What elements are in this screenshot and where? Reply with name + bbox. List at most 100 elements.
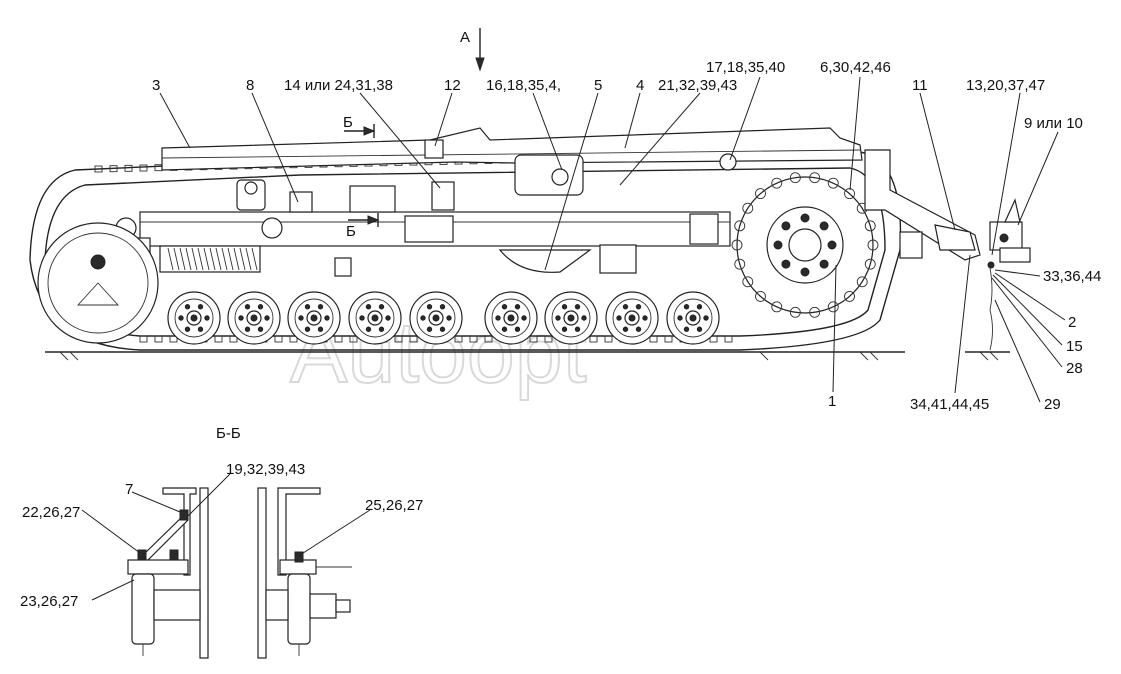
callout-2: 2 <box>1068 314 1076 331</box>
road-wheel <box>605 291 659 345</box>
track-lug <box>604 335 613 343</box>
sprocket-tooth <box>771 177 783 189</box>
track-lug <box>139 335 148 343</box>
sprocket-tooth <box>827 301 839 313</box>
sprocket-bolt <box>819 259 829 269</box>
sprocket-bolt <box>781 259 791 269</box>
section-left-half <box>81 473 231 659</box>
road-wheels <box>167 291 720 345</box>
sprocket-bolt <box>800 213 810 223</box>
callout-28: 28 <box>1066 360 1083 377</box>
road-wheel <box>484 291 538 345</box>
sprocket-tooth <box>755 290 766 302</box>
track-lug <box>214 335 223 343</box>
sprocket-tooth <box>734 220 746 232</box>
sprocket-tooth <box>731 239 743 251</box>
track-lug <box>139 164 148 172</box>
leader-lines <box>159 76 1066 403</box>
track-lug <box>169 335 178 343</box>
sprocket-tooth <box>827 177 839 189</box>
callout-16-18-35-4: 16,18,35,4, <box>486 77 561 94</box>
track-lug <box>649 335 658 343</box>
road-wheel <box>666 291 720 345</box>
sprocket-tooth <box>844 290 855 302</box>
callout-3: 3 <box>152 77 160 94</box>
tension-spring <box>159 245 261 273</box>
main-frame-beam <box>59 211 731 261</box>
track-lug <box>544 335 553 343</box>
section-callout-25-26-27: 25,26,27 <box>365 497 423 514</box>
callout-17-18-35-40: 17,18,35,40 <box>706 59 785 76</box>
section-view-b-b: Б-Б <box>20 425 423 659</box>
callout-21-32-39-43: 21,32,39,43 <box>658 77 737 94</box>
sprocket-tooth <box>864 220 876 232</box>
sprocket-tooth <box>809 172 821 184</box>
spring-coil <box>245 247 252 271</box>
section-label-bottom: Б <box>346 223 356 240</box>
road-wheel <box>227 291 281 345</box>
track-lug <box>94 165 103 173</box>
section-title: Б-Б <box>216 425 241 442</box>
spring-coil <box>179 247 186 271</box>
sprocket-bolt <box>827 240 837 250</box>
spring-coil <box>251 247 258 271</box>
track-lug <box>334 335 343 343</box>
sprocket-bolt <box>819 221 829 231</box>
track-lug <box>409 335 418 343</box>
view-arrow-a: А <box>460 28 485 72</box>
section-callout-7: 7 <box>125 481 133 498</box>
sprocket-bolt <box>781 221 791 231</box>
sprocket-tooth <box>856 276 868 288</box>
ground-line <box>45 351 1010 361</box>
upper-guard <box>161 127 863 171</box>
sprocket-tooth <box>734 258 746 270</box>
callout-34-41-44-45: 34,41,44,45 <box>910 396 989 413</box>
track-lug <box>709 335 718 343</box>
track-lug <box>469 335 478 343</box>
sprocket-tooth <box>742 202 754 214</box>
sprocket-tooth <box>742 276 754 288</box>
callout-33-36-44: 33,36,44 <box>1043 268 1101 285</box>
track-lug <box>349 335 358 343</box>
spring-coil <box>173 247 180 271</box>
spring-coil <box>167 247 174 271</box>
track-lug <box>724 335 733 343</box>
section-right-half <box>257 487 371 659</box>
callout-13-20-37-47: 13,20,37,47 <box>966 77 1045 94</box>
sprocket-tooth <box>844 188 855 200</box>
track-lug <box>154 335 163 343</box>
road-wheel <box>348 291 402 345</box>
spring-coil <box>191 247 198 271</box>
spring-coil <box>239 247 246 271</box>
callout-9-or-10: 9 или 10 <box>1024 115 1083 132</box>
road-wheel <box>544 291 598 345</box>
sprocket-tooth <box>771 301 783 313</box>
road-wheel <box>287 291 341 345</box>
spring-coil <box>215 247 222 271</box>
track-lug <box>394 335 403 343</box>
section-callout-19-32-39-43: 19,32,39,43 <box>226 461 305 478</box>
callout-4: 4 <box>636 77 644 94</box>
callout-11: 11 <box>912 77 928 94</box>
callout-14-24-31-38: 14 или 24,31,38 <box>284 77 393 94</box>
sprocket-tooth <box>864 258 876 270</box>
track-lug <box>124 164 133 172</box>
track-lug <box>454 335 463 343</box>
spring-coil <box>209 247 216 271</box>
track-lug <box>529 335 538 343</box>
spring-coil <box>203 247 210 271</box>
callout-6-30-42-46: 6,30,42,46 <box>820 59 891 76</box>
sprocket-tooth <box>867 239 879 251</box>
sprocket-tooth <box>789 172 801 184</box>
track-lug <box>589 335 598 343</box>
track-lug <box>484 335 493 343</box>
section-label-top: Б <box>343 114 353 131</box>
spring-coil <box>233 247 240 271</box>
sprocket-bolt <box>800 267 810 277</box>
track-lug <box>289 335 298 343</box>
track-lug <box>664 335 673 343</box>
hitch-assembly <box>864 149 1031 351</box>
track-lug <box>274 335 283 343</box>
section-callout-23-26-27: 23,26,27 <box>20 593 78 610</box>
spring-coil <box>221 247 228 271</box>
